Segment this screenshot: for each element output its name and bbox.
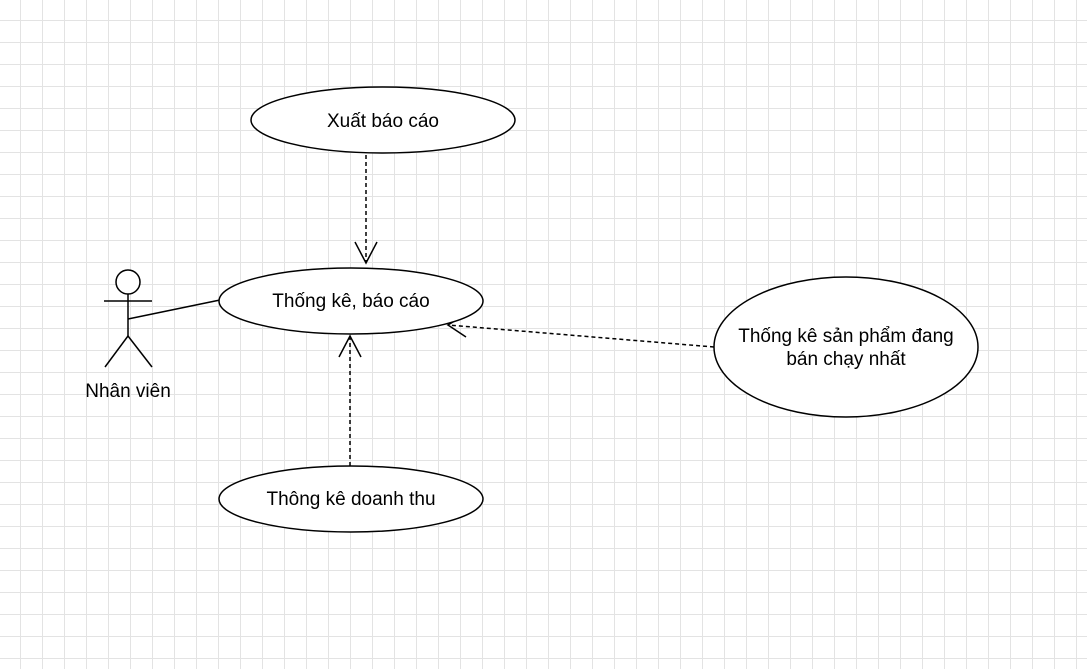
use-case-ellipse xyxy=(218,267,484,335)
actor-label: Nhân viên xyxy=(85,381,171,402)
actor-nhan-vien[interactable]: Nhân viên xyxy=(85,269,171,402)
use-case-thong-ke-bao-cao[interactable]: Thống kê, báo cáo xyxy=(218,267,484,335)
use-case-label: Thống kê, báo cáo xyxy=(272,291,429,312)
use-case-label: Xuất báo cáo xyxy=(327,111,439,132)
association-line xyxy=(127,299,221,320)
actor-head xyxy=(115,269,141,295)
actor-right-leg xyxy=(127,335,153,368)
use-case-ellipse xyxy=(218,465,484,533)
use-case-label: Thông kê doanh thu xyxy=(266,489,435,510)
dependency-line xyxy=(447,324,715,348)
use-case-ellipse xyxy=(713,276,979,418)
use-case-xuat-bao-cao[interactable]: Xuất báo cáo xyxy=(250,86,516,154)
use-case-thong-ke-doanh-thu[interactable]: Thông kê doanh thu xyxy=(218,465,484,533)
actor-left-leg xyxy=(104,335,129,368)
arrowhead xyxy=(338,334,362,358)
dependency-bestselling-to-main xyxy=(446,313,715,348)
use-case-ellipse xyxy=(250,86,516,154)
arrowhead xyxy=(354,241,378,265)
use-case-label-line2: bán chạy nhất xyxy=(786,349,906,370)
dependency-export-to-main xyxy=(354,155,378,265)
dependency-revenue-to-main xyxy=(338,334,362,466)
use-case-label-line1: Thống kê sản phẩm đang xyxy=(738,326,954,347)
use-case-thong-ke-san-pham[interactable]: Thống kê sản phẩm đang bán chạy nhất xyxy=(713,276,979,418)
